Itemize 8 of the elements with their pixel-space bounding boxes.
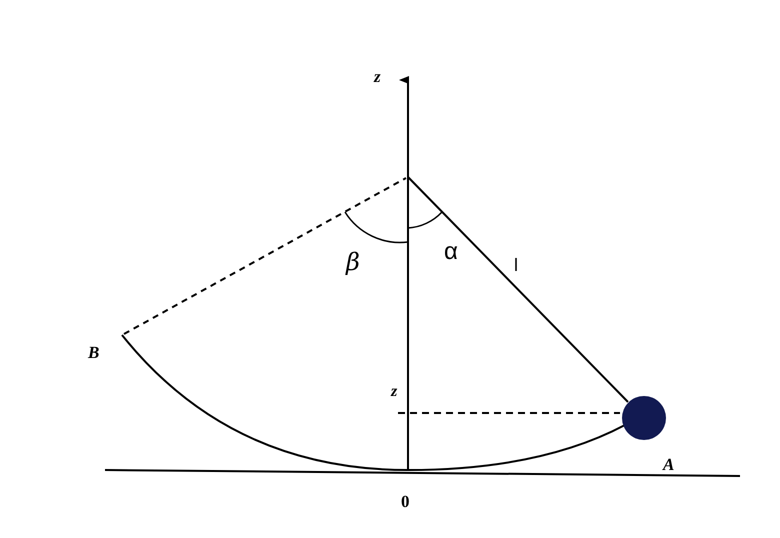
- axis-label: α: [444, 240, 458, 264]
- axis-label: z: [374, 68, 381, 85]
- axis-label: β: [346, 250, 360, 274]
- axis-label: l: [514, 256, 518, 274]
- axis-label: A: [663, 456, 674, 473]
- axis-label: z: [391, 384, 398, 400]
- axis-label: B: [88, 344, 100, 361]
- axis-label: 0: [401, 493, 410, 510]
